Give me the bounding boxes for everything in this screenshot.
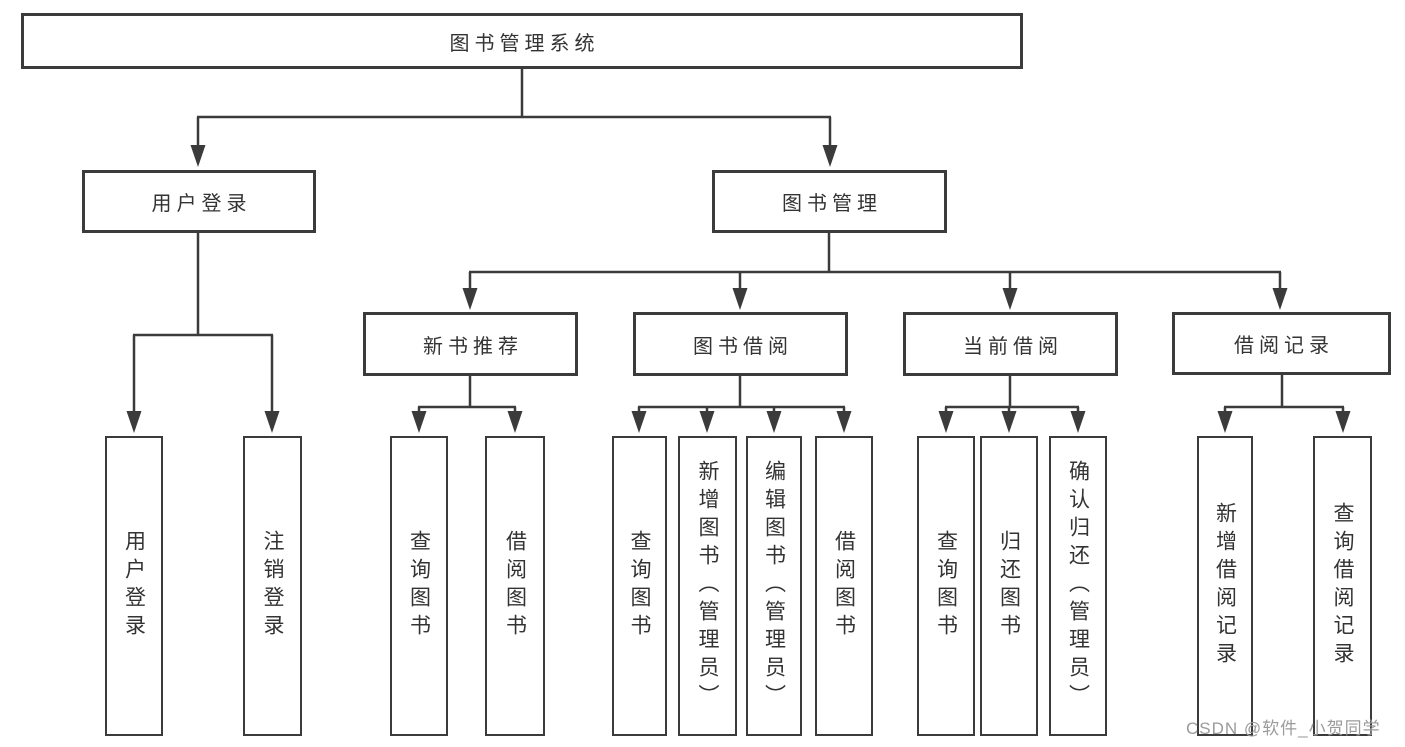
leaf-add-books-admin-label: 新增图书（管理员）	[696, 460, 719, 712]
leaf-edit-books-admin-label: 编辑图书（管理员）	[762, 460, 786, 712]
node-current-borrowing: 当前借阅	[903, 312, 1118, 376]
node-user-login: 用户登录	[82, 170, 316, 233]
csdn-watermark: CSDN @软件_小贺同学	[1186, 719, 1381, 738]
node-library-system-label: 图书管理系统	[449, 32, 600, 55]
node-current-borrowing-label: 当前借阅	[963, 335, 1063, 358]
leaf-confirm-return-admin-label: 确认归还（管理员）	[1066, 460, 1090, 712]
leaf-query-borrow-record: 查询借阅记录	[1313, 436, 1372, 736]
connector-userlogin-to-leaves	[126, 233, 280, 433]
node-book-borrowing: 图书借阅	[633, 312, 848, 376]
leaf-borrow-books-borrowing-label: 借阅图书	[832, 530, 856, 642]
node-borrowing-records: 借阅记录	[1172, 312, 1391, 375]
leaf-borrow-books-recommend-label: 借阅图书	[503, 530, 527, 642]
leaf-add-borrow-record-label: 新增借阅记录	[1213, 502, 1237, 670]
node-user-login-label: 用户登录	[151, 193, 252, 215]
node-book-management: 图书管理	[712, 170, 947, 233]
leaf-logout: 注销登录	[243, 436, 302, 736]
leaf-user-login: 用户登录	[105, 436, 163, 736]
leaf-borrow-books-recommend: 借阅图书	[485, 436, 545, 736]
connector-records-to-leaves	[1217, 375, 1351, 433]
node-new-book-recommend-label: 新书推荐	[423, 335, 523, 358]
connector-newrec-to-leaves	[411, 376, 523, 433]
node-library-system: 图书管理系统	[21, 13, 1023, 69]
leaf-return-books-label: 归还图书	[997, 530, 1021, 642]
leaf-query-borrow-record-label: 查询借阅记录	[1331, 502, 1354, 670]
leaf-user-login-label: 用户登录	[122, 530, 146, 642]
leaf-query-books-current-label: 查询图书	[934, 530, 958, 642]
leaf-add-books-admin: 新增图书（管理员）	[678, 436, 737, 736]
node-book-management-label: 图书管理	[782, 193, 882, 215]
node-new-book-recommend: 新书推荐	[363, 312, 578, 376]
node-borrowing-records-label: 借阅记录	[1234, 335, 1334, 357]
leaf-add-borrow-record: 新增借阅记录	[1197, 436, 1253, 736]
leaf-borrow-books-borrowing: 借阅图书	[815, 436, 873, 736]
connector-root-to-level2	[190, 69, 838, 167]
leaf-logout-label: 注销登录	[261, 530, 284, 642]
connector-current-to-leaves	[938, 376, 1086, 433]
leaf-query-books-borrowing: 查询图书	[612, 436, 667, 736]
leaf-query-books-current: 查询图书	[917, 436, 975, 736]
leaf-query-books-recommend-label: 查询图书	[407, 530, 431, 642]
node-book-borrowing-label: 图书借阅	[693, 335, 793, 358]
connector-bookmgmt-to-level3	[462, 233, 1288, 310]
connector-borrow-to-leaves	[631, 376, 852, 433]
leaf-return-books: 归还图书	[980, 436, 1038, 736]
leaf-query-books-borrowing-label: 查询图书	[628, 530, 651, 642]
leaf-query-books-recommend: 查询图书	[390, 436, 448, 736]
leaf-confirm-return-admin: 确认归还（管理员）	[1049, 436, 1107, 736]
leaf-edit-books-admin: 编辑图书（管理员）	[746, 436, 802, 736]
